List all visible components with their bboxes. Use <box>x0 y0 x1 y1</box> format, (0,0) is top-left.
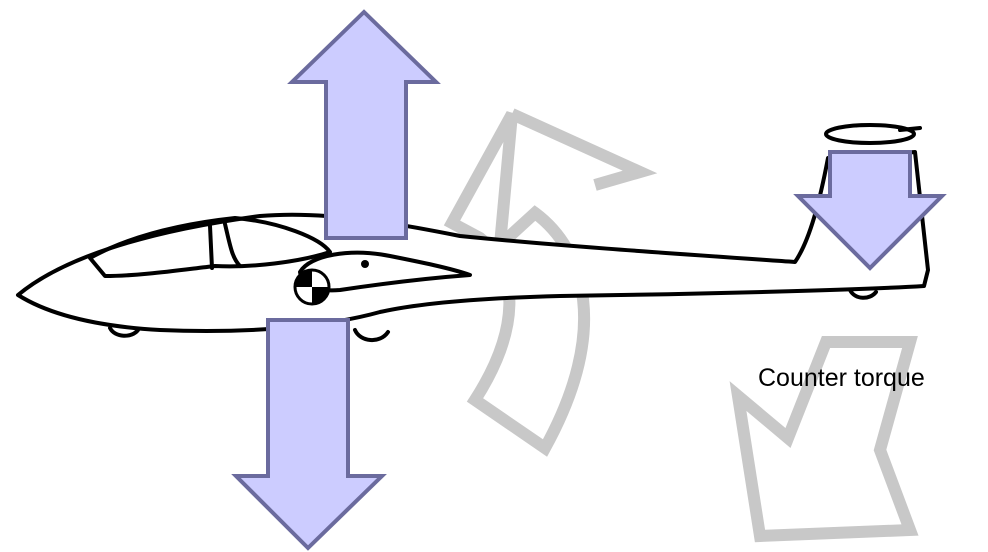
glider-horizontal-tail <box>824 123 916 145</box>
lift-force-arrow <box>287 9 441 240</box>
glider-nose-skid <box>108 326 140 338</box>
glider-canopy <box>88 216 332 278</box>
glider-tail-wheel <box>848 288 878 300</box>
counter-torque-label: Counter torque <box>758 364 925 392</box>
glider-main-wheel <box>353 328 390 342</box>
weight-force-arrow <box>231 318 387 551</box>
counter-torque-arrow <box>729 336 919 543</box>
tail-downforce-arrow <box>793 150 947 271</box>
center-of-gravity-icon <box>293 268 331 306</box>
glider-wing-root <box>298 250 472 293</box>
wing-pivot-dot <box>361 260 369 268</box>
